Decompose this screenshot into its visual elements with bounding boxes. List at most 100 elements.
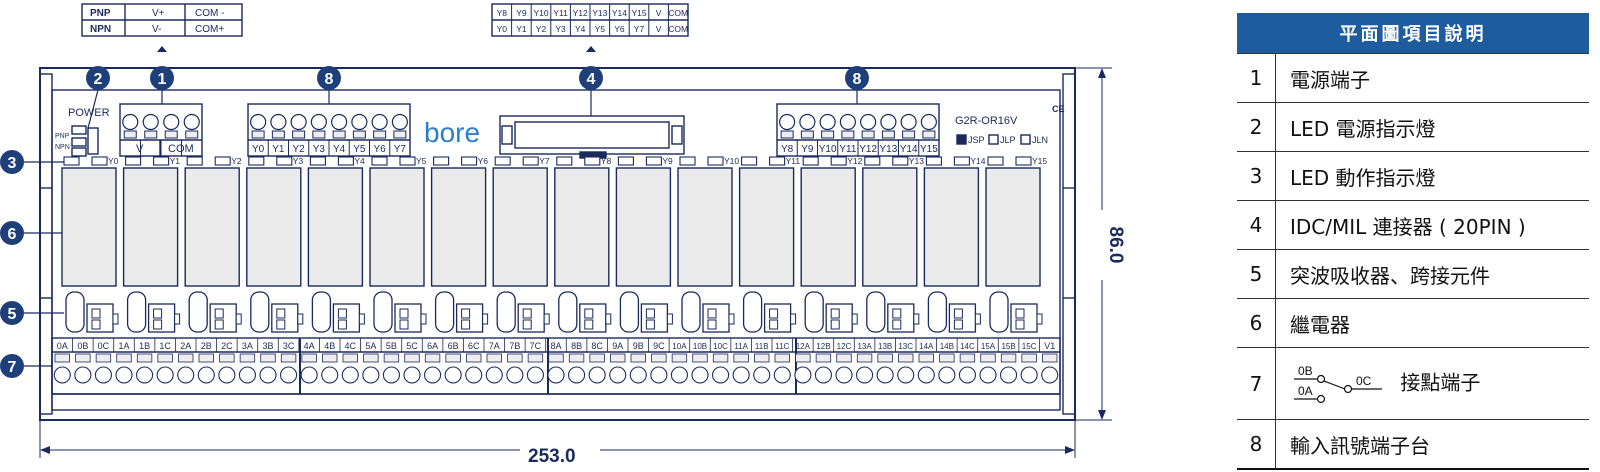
contact-clamp [918, 353, 934, 363]
relay [369, 167, 425, 287]
npn-v: V- [152, 24, 161, 35]
contact-label: 4A [304, 341, 315, 351]
contact-clamp [836, 353, 852, 363]
ce-mark: CE [1052, 104, 1065, 114]
jumper-pin [153, 319, 163, 330]
contact-clamp [774, 353, 790, 363]
contact-screw [280, 366, 298, 384]
jumper-pin [214, 308, 224, 319]
jumper-tab [174, 313, 181, 325]
contact-label: 0A [57, 341, 68, 351]
surge-absorber [742, 291, 763, 333]
npn-label: NPN [90, 24, 111, 35]
contact-clamp [239, 353, 256, 363]
input-left-screw [270, 113, 287, 131]
legend-title: 平面圖項目說明 [1237, 13, 1589, 54]
contact-screw [691, 366, 709, 384]
action-led-resistor [276, 156, 293, 166]
action-led-resistor [1015, 156, 1032, 166]
power-terminal-clamp [123, 130, 137, 139]
contact-clamp [486, 353, 502, 363]
contact-clamp [445, 353, 461, 363]
jumper-pin [1015, 319, 1025, 330]
action-led-resistor [214, 156, 231, 166]
power-terminal-screw [142, 113, 159, 131]
led-label: Y13 [909, 156, 924, 166]
legend-num: 8 [1237, 419, 1276, 470]
contact-clamp [1021, 353, 1037, 363]
jumper-tab [851, 313, 858, 325]
action-led [371, 156, 388, 166]
surge-absorber [250, 291, 270, 333]
jumper-pin [399, 308, 409, 319]
idc-pin-label: Y3 [555, 24, 566, 34]
input-right-label: Y9 [801, 144, 814, 155]
contact-screw [753, 366, 771, 384]
callout-marker [0, 221, 24, 245]
contact-screw [382, 366, 400, 384]
jumper-tab [728, 313, 735, 325]
legend-text: 突波吸收器、跨接元件 [1275, 249, 1589, 299]
idc-pin-label: Y0 [497, 24, 508, 34]
relay [615, 167, 672, 287]
jumper-pin [584, 319, 594, 330]
callout-number: 8 [325, 71, 334, 88]
input-left-screw [331, 113, 348, 131]
contact-label: 7B [509, 341, 520, 351]
contact-label: 5C [406, 341, 418, 351]
idc-pin-label: Y13 [592, 8, 607, 18]
legend-text: 繼電器 [1275, 298, 1589, 348]
surge-absorber [681, 291, 701, 333]
contact-label: 11A [734, 342, 748, 351]
input-right-clamp [902, 130, 916, 139]
contact-screw [74, 366, 92, 384]
legend-num: 6 [1237, 298, 1276, 348]
contact-screw [1041, 366, 1059, 384]
input-right-screw [880, 113, 897, 131]
contact-label: 13C [898, 342, 913, 351]
input-right-clamp [821, 130, 835, 139]
input-left-label: Y0 [252, 144, 265, 155]
pnp-label: PNP [90, 8, 111, 19]
jumper-pin [707, 319, 717, 330]
led-label: Y0 [108, 156, 119, 166]
jumper-pin [769, 319, 779, 330]
idc-pin-label: Y10 [533, 8, 548, 18]
input-left-clamp [271, 130, 285, 139]
idc-pin-label: Y12 [573, 8, 588, 18]
contact-label: 15A [981, 342, 996, 351]
contact-label: 1B [139, 341, 150, 351]
symbol-0b: 0B [1298, 364, 1313, 378]
contact-screw [465, 366, 483, 384]
relay [122, 167, 179, 287]
relay [677, 167, 733, 287]
power-terminal-screw [183, 113, 200, 131]
contact-label: 9C [653, 341, 665, 351]
action-led-resistor [953, 156, 970, 166]
contact-screw [197, 366, 215, 384]
input-left-label: Y4 [333, 144, 346, 155]
contact-clamp [280, 353, 297, 363]
input-left-label: Y1 [272, 144, 285, 155]
idc-pin-label: Y8 [497, 8, 508, 18]
input-right-clamp [861, 130, 875, 139]
jumper-tab [112, 313, 119, 325]
input-left-label: Y6 [374, 144, 387, 155]
action-led-resistor [584, 156, 601, 166]
contact-screw [156, 366, 174, 384]
surge-absorber [866, 291, 886, 333]
led-label: Y10 [724, 156, 739, 166]
power-led-pnp [71, 137, 87, 147]
input-right-label: Y15 [920, 144, 938, 155]
contact-label: 3C [283, 341, 295, 351]
led-label: Y6 [478, 156, 489, 166]
callout-marker [845, 66, 869, 90]
contact-screw [362, 366, 380, 384]
contact-clamp [733, 353, 749, 363]
input-right-label: Y14 [900, 144, 918, 155]
idc-pin-label: Y14 [612, 8, 627, 18]
npn-led-label: NPN [55, 144, 70, 151]
input-right-screw [860, 113, 877, 131]
